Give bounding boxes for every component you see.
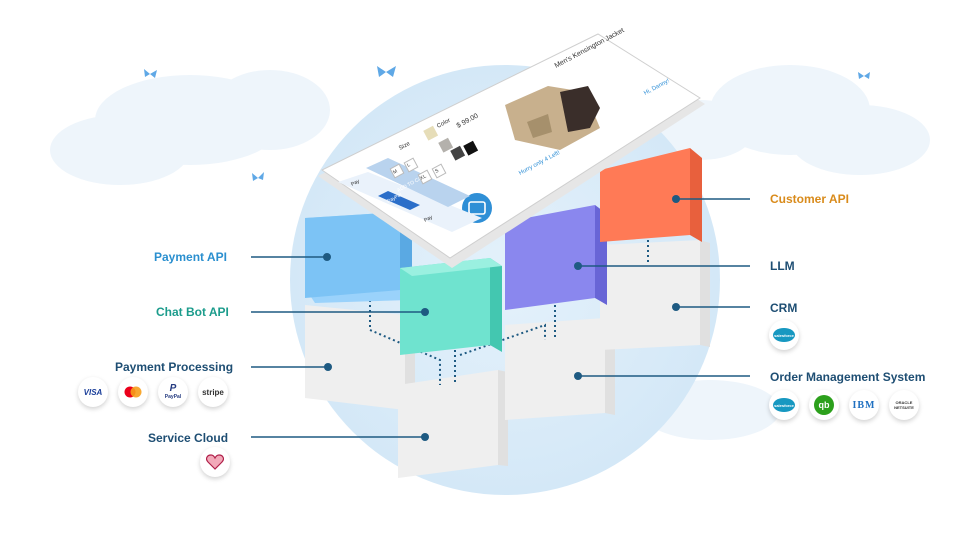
service-cloud-badge: [200, 447, 230, 477]
butterfly-icon: [252, 172, 264, 181]
size-options[interactable]: M L XL S: [389, 157, 447, 185]
label-chat-bot-api: Chat Bot API: [156, 305, 229, 319]
salesforce-cloud-icon: [773, 328, 795, 342]
paypal-icon: P: [169, 383, 177, 394]
label-crm: CRM: [770, 301, 798, 315]
size-option-label: L: [406, 162, 411, 169]
salesforce-cloud-icon: [773, 398, 795, 412]
stripe-badge: stripe: [198, 377, 228, 407]
visa-badge-label: VISA: [83, 387, 103, 397]
mastercard-icon: [124, 386, 142, 398]
heart-icon: [206, 454, 224, 470]
jacket-image: [505, 86, 600, 150]
salesforce-label: salesforce: [774, 402, 794, 408]
ibm-label: IBM: [852, 399, 876, 411]
size-option-label: XL: [419, 173, 427, 181]
size-option-label: S: [434, 168, 440, 175]
cube-gray-service-cloud: [398, 370, 508, 478]
color-swatches[interactable]: [423, 125, 479, 161]
phone-size-label: Size: [398, 141, 412, 152]
salesforce-badge: salesforce: [769, 320, 799, 350]
ibm-badge: IBM: [849, 390, 879, 420]
quickbooks-label: qb: [818, 400, 830, 410]
paypal-badge-label: PayPal: [164, 394, 182, 400]
label-service-cloud: Service Cloud: [148, 431, 229, 445]
salesforce-badge: salesforce: [769, 390, 799, 420]
connector-dots: [323, 195, 680, 441]
visa-badge: VISA: [78, 377, 108, 407]
cube-chat-bot-api: [400, 258, 502, 355]
label-order-management: Order Management System: [770, 370, 926, 384]
cube-customer-api: [600, 148, 702, 242]
phone-gpay-label[interactable]: Pay: [423, 214, 434, 224]
connector-lines: [251, 198, 750, 438]
label-payment-api: Payment API: [154, 250, 227, 264]
size-option-label: M: [392, 169, 399, 176]
salesforce-label: salesforce: [774, 332, 794, 338]
phone-pay-label[interactable]: Pay: [350, 178, 361, 188]
stripe-badge-label: stripe: [202, 387, 224, 397]
butterfly-icon: [144, 69, 157, 78]
paypal-button-bg[interactable]: [378, 191, 420, 210]
gray-cubes: [305, 240, 710, 478]
cube-payment-api: [305, 212, 412, 303]
cube-gray-crm: [600, 240, 710, 350]
mastercard-icon: [118, 377, 148, 407]
label-llm: LLM: [770, 259, 795, 273]
paypal-badge: P PayPal: [158, 377, 188, 407]
quickbooks-badge: qb: [809, 390, 839, 420]
butterfly-icon: [858, 72, 870, 79]
oracle-netsuite-badge: ORACLE NETSUITE: [889, 390, 919, 420]
phone-mockup: Men's Kensington Jacket Hi, Danny! $ 99.…: [318, 27, 705, 268]
butterfly-icon: [377, 66, 396, 77]
background-clouds: [50, 65, 930, 440]
label-payment-processing: Payment Processing: [115, 360, 234, 374]
label-customer-api: Customer API: [770, 192, 849, 206]
quickbooks-icon: qb: [814, 395, 834, 415]
oracle-netsuite-label: ORACLE NETSUITE: [894, 400, 914, 410]
